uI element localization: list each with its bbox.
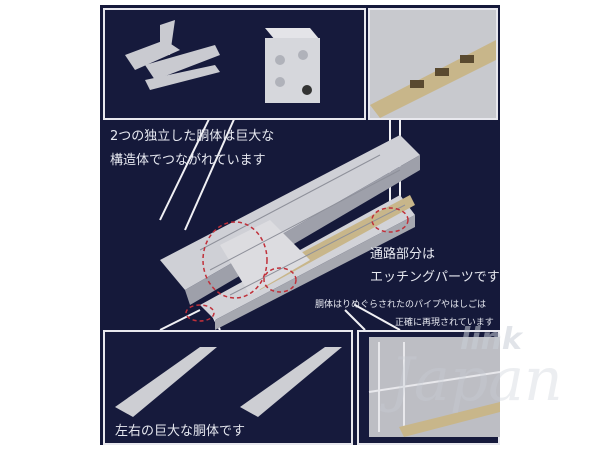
watermark-script: Japan (390, 345, 563, 415)
main-model-illustration (159, 116, 420, 331)
inset-walkway-detail (368, 8, 498, 120)
arm-structure-image (125, 20, 220, 90)
caption-pipes-line2: 正確に再現されています (395, 318, 494, 328)
left-hull-image (115, 347, 217, 417)
caption-walkway-line1: 通路部分は (370, 247, 436, 262)
highlight-circle-hull (185, 304, 215, 322)
highlight-circle-structure (202, 221, 268, 299)
caption-pipes-line1: 胴体はりめぐらされたのパイプやはしごは (315, 300, 487, 310)
block-structure-image (265, 28, 320, 103)
highlight-circle-walkway (371, 207, 409, 233)
diagram-panel: 2つの独立した胴体は巨大な 構造体でつながれています 通路部分は エッチングパー… (100, 5, 500, 445)
highlight-circle-pipes (263, 267, 297, 293)
caption-walkway-line2: エッチングパーツです (370, 270, 500, 285)
inset-hulls: 左右の巨大な胴体です (103, 330, 353, 445)
flight-deck-model (160, 135, 420, 330)
inset-pipes-detail (357, 330, 500, 445)
right-hull-image (240, 347, 342, 417)
caption-connection-line2: 構造体でつながれています (110, 153, 266, 168)
watermark-logo: link (460, 322, 522, 357)
inset-connecting-parts (103, 8, 366, 120)
caption-connection-line1: 2つの独立した胴体は巨大な (110, 129, 275, 144)
caption-hulls: 左右の巨大な胴体です (115, 424, 246, 439)
